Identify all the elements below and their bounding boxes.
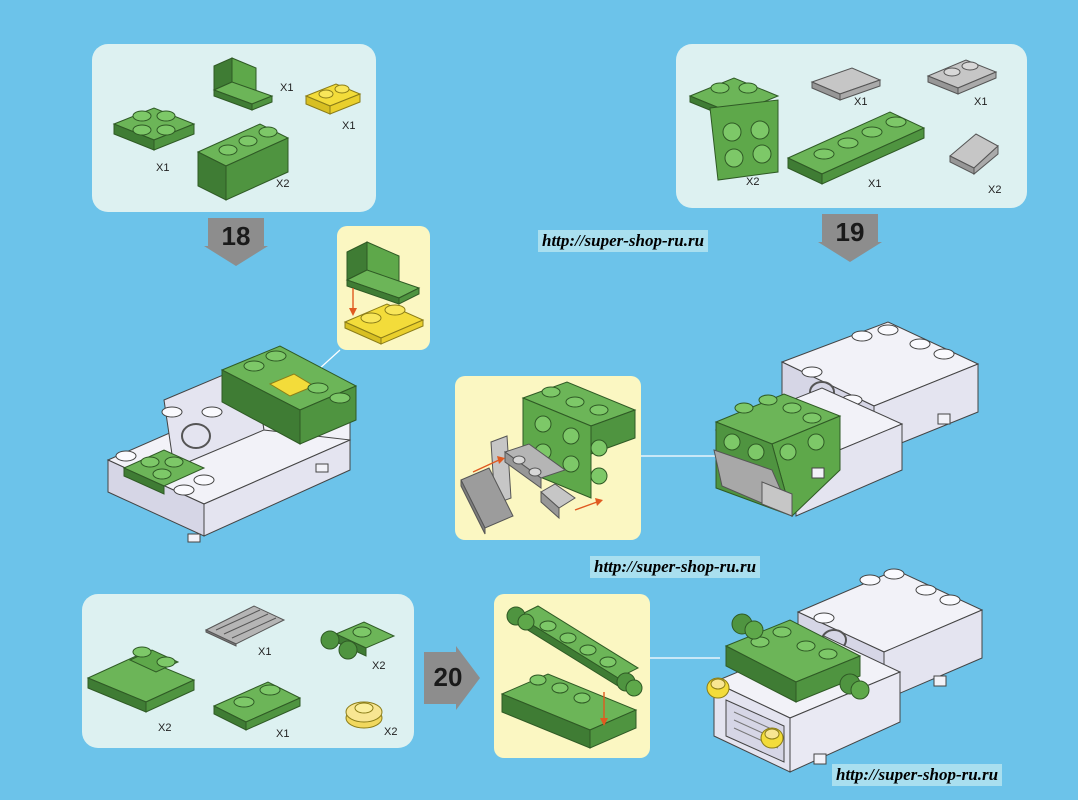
gray-plate-1x2-icon [926, 59, 998, 95]
step-19-part-5-qty: X2 [988, 184, 1002, 196]
green-brick-1x3-icon [196, 123, 290, 201]
step-20-number: 20 [433, 662, 463, 692]
step-18-part-4-qty: X2 [276, 178, 290, 190]
green-bracket-2x2-icon [688, 77, 780, 181]
step-20-part-2-qty: X1 [258, 646, 272, 658]
step-19-arrow: 19 [818, 214, 882, 262]
step-18-part-2-qty: X1 [280, 82, 294, 94]
step-18-parts-panel: X1 X1 X1 X2 [92, 44, 376, 212]
green-plate-2x2-icon [112, 107, 196, 151]
step-20-parts-panel: X2 X1 X2 X1 X2 [82, 594, 414, 748]
green-plate-1x2-icon [212, 681, 302, 731]
gray-slope-icon [949, 133, 999, 176]
yellow-plate-1x2-icon [304, 83, 362, 115]
front-bumper-detail-icon [460, 381, 637, 535]
step-19-part-1-qty: X2 [746, 176, 760, 188]
green-plate-1x4-icon [786, 111, 926, 185]
yellow-round-plate-icon [345, 701, 383, 729]
chair-onto-plate-detail-icon [343, 241, 425, 345]
green-chair-brick-icon [212, 57, 274, 111]
step-20-part-1-qty: X2 [158, 722, 172, 734]
detail-connector-line-2 [650, 657, 720, 659]
step-19-parts-panel: X2 X1 X1 X1 X2 [676, 44, 1027, 208]
step-18-car-model [106, 345, 358, 543]
step-19-part-2-qty: X1 [854, 96, 868, 108]
step-18-arrow: 18 [204, 218, 268, 266]
watermark-url-2: http://super-shop-ru.ru [590, 556, 761, 578]
green-wheel-holder-icon [320, 621, 396, 660]
watermark-url-1: http://super-shop-ru.ru [538, 230, 709, 252]
step-19-part-4-qty: X1 [868, 178, 882, 190]
step-19-detail-panel [455, 376, 641, 540]
step-20-part-3-qty: X2 [372, 660, 386, 672]
step-19-car-model [713, 321, 980, 517]
step-20-part-4-qty: X1 [276, 728, 290, 740]
right-arrow-icon [424, 646, 480, 710]
step-18-number: 18 [221, 221, 251, 251]
step-20-car-model [706, 568, 984, 773]
gray-tile-1x2-icon [810, 67, 882, 101]
detail-connector-line [641, 455, 721, 457]
wheel-holders-onto-slopes-detail-icon [500, 605, 643, 749]
gray-grille-tile-icon [204, 605, 286, 647]
down-arrow-icon [204, 218, 268, 266]
watermark-url-3: http://super-shop-ru.ru [832, 764, 1003, 786]
step-19-part-3-qty: X1 [974, 96, 988, 108]
step-20-part-5-qty: X2 [384, 726, 398, 738]
step-20-arrow: 20 [424, 646, 480, 710]
green-slope-2x2-icon [86, 646, 196, 713]
step-18-detail-panel [337, 226, 430, 350]
step-20-detail-panel [494, 594, 650, 758]
down-arrow-icon [818, 214, 882, 262]
step-19-number: 19 [835, 217, 865, 247]
step-18-part-1-qty: X1 [156, 162, 170, 174]
step-18-part-3-qty: X1 [342, 120, 356, 132]
